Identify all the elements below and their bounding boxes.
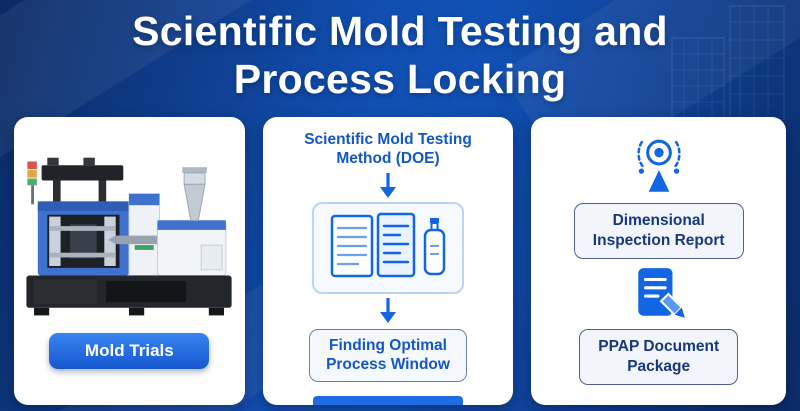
page-title-line2: Process Locking bbox=[233, 55, 567, 102]
doe-flow-card: Scientific Mold Testing Method (DOE) bbox=[262, 117, 514, 405]
down-arrow-icon bbox=[380, 297, 396, 323]
down-arrow-icon bbox=[380, 172, 396, 198]
doe-method-label: Scientific Mold Testing Method (DOE) bbox=[304, 131, 472, 168]
ppap-document-pencil-icon bbox=[637, 268, 685, 318]
dimensional-inspection-icon bbox=[637, 139, 681, 192]
mold-trials-card: Mold Trials bbox=[14, 117, 245, 405]
cards-row: Mold Trials Scientific Mold Testing Meth… bbox=[14, 117, 787, 405]
page-title: Scientific Mold Testing and Process Lock… bbox=[0, 0, 800, 104]
process-window-label: Finding Optimal Process Window bbox=[309, 328, 467, 382]
deliverables-card: Dimensional Inspection Report PPAP Docum… bbox=[531, 117, 787, 405]
doe-documents-icon bbox=[312, 201, 464, 294]
cropped-bottom-element bbox=[313, 396, 463, 405]
dimensional-inspection-label: Dimensional Inspection Report bbox=[573, 202, 744, 260]
page-title-line1: Scientific Mold Testing and bbox=[132, 8, 668, 54]
injection-molding-machine bbox=[26, 157, 232, 316]
ppap-package-label: PPAP Document Package bbox=[579, 328, 739, 386]
mold-trials-badge: Mold Trials bbox=[49, 333, 210, 369]
